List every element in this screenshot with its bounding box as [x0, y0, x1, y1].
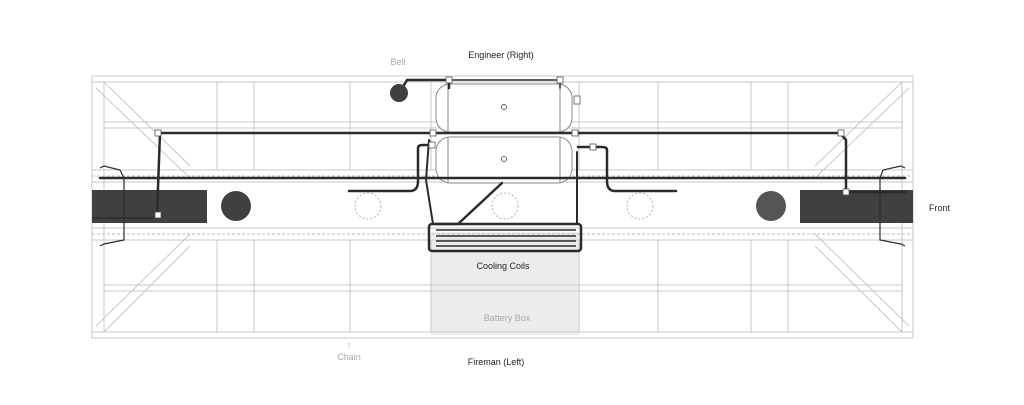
left-feed-pipe [347, 143, 434, 193]
engineer-side-label: Engineer (Right) [468, 50, 534, 60]
rear-hose-upper [99, 165, 125, 247]
brake-cylinder-right [626, 192, 654, 220]
chain-arrow: ↑ [346, 340, 352, 350]
front-truck-center [756, 191, 786, 221]
chain-label: Chain [337, 352, 361, 362]
right-feed-pipe [576, 145, 678, 193]
brake-cylinders [354, 192, 654, 220]
battery-box-label: Battery Box [483, 313, 531, 323]
rear-truck-center [221, 191, 251, 221]
fireman-side-label: Fireman (Left) [467, 357, 525, 367]
air-reservoirs [435, 83, 573, 184]
front-hose-upper [879, 165, 906, 247]
cooling-coils-label: Cooling Coils [476, 261, 530, 271]
main-reservoir-pipe [155, 131, 907, 217]
bell-icon [390, 84, 408, 102]
brake-cylinder-left [354, 192, 382, 220]
car-frame [91, 75, 914, 339]
coil-feed-pipe [434, 181, 504, 226]
upper-air-reservoir [435, 83, 573, 133]
battery-box-area [431, 232, 579, 335]
front-label: Front [929, 203, 951, 213]
cooling-coils [427, 222, 583, 253]
train-line-dashed [92, 175, 913, 235]
front-coupler-block [800, 190, 913, 223]
pipe-fittings [154, 76, 850, 219]
lower-air-reservoir [435, 136, 573, 184]
end-hoses [92, 165, 906, 247]
brake-cylinder-center [491, 192, 519, 220]
bell-label: Bell [390, 57, 406, 67]
